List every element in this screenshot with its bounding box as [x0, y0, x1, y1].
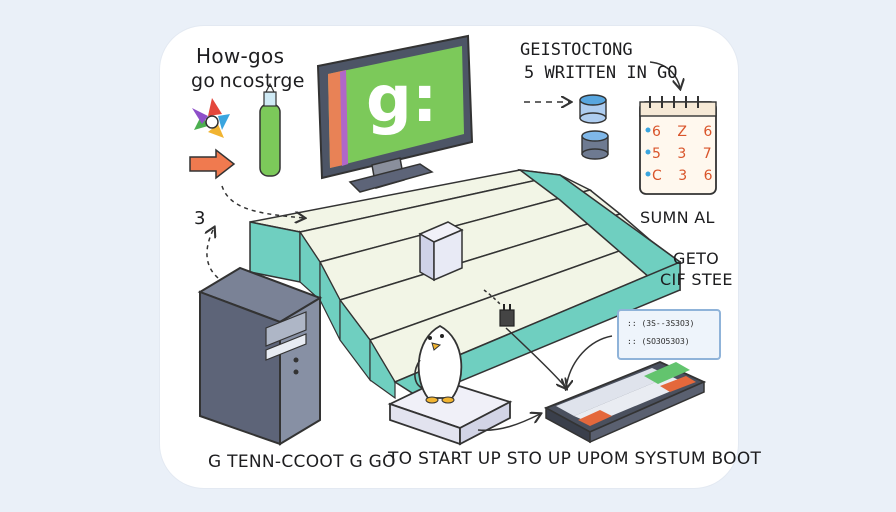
keyboard-icon: [543, 361, 707, 444]
database-icon: [579, 94, 609, 160]
top-right-line-2: 5 WRITTEN IN GO: [524, 63, 678, 83]
code-line-2: :: (SO3O53O3): [627, 337, 690, 346]
right-label-line-1: GETO: [673, 249, 720, 268]
go-pinwheel-logo: [192, 98, 230, 138]
calendar-row-3: C 3 6: [652, 168, 719, 184]
bottle-icon: [259, 82, 281, 177]
right-label-line-2: CIF STEE: [660, 270, 733, 289]
calendar-caption: SUMN AL: [640, 208, 715, 227]
title-line-1: How-gos: [196, 44, 285, 68]
calendar-row-2: 5 3 7: [652, 146, 718, 162]
calendar-row-1: 6 Z 6: [652, 124, 719, 140]
step-number-label: 3: [194, 208, 206, 229]
code-panel: :: (3S--3S3O3) :: (SO3O53O3): [617, 309, 721, 360]
bottom-left-caption: G TENN-CCOOT G GO: [208, 452, 396, 472]
calendar-icon: [639, 96, 717, 195]
title-line-2: go ncostrge: [191, 70, 305, 92]
screen-go-glyph: g:: [366, 63, 438, 137]
arrow-right-icon: [189, 148, 236, 180]
plug-icon: [499, 304, 515, 327]
staircase: [249, 168, 682, 400]
connector-arrows: [207, 61, 680, 432]
cube-icon: [418, 221, 464, 282]
monitor-icon: [316, 34, 474, 193]
code-line-1: :: (3S--3S3O3): [627, 319, 695, 328]
top-right-line-1: GEISTOCTONG: [520, 40, 633, 60]
bottom-right-caption: TO START UP STO UP UPOM SYSTUM BOOT: [388, 449, 762, 469]
server-tower-icon: [197, 266, 323, 446]
penguin-icon: [387, 324, 513, 446]
